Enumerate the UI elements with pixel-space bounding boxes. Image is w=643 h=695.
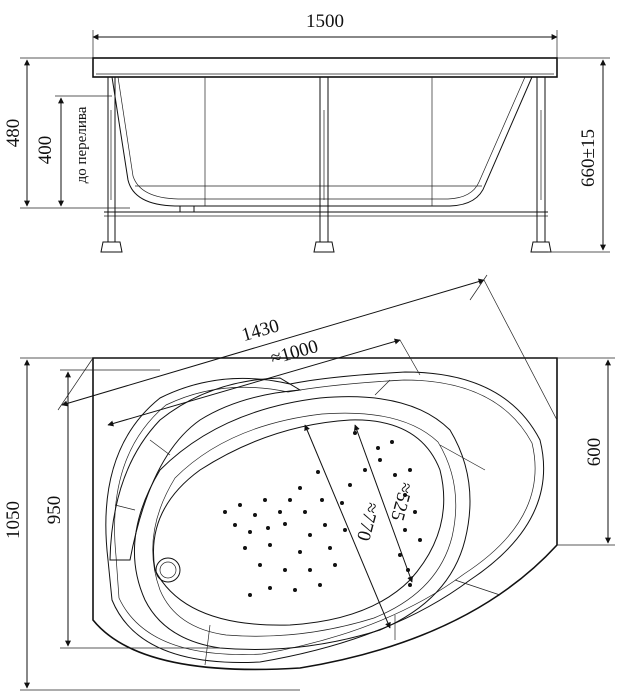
leg-height-label: 660±15 [578,129,599,187]
right-side-label: 600 [584,438,605,467]
drain-hole [155,557,181,583]
drain [179,205,195,213]
bowl-rim [105,371,545,663]
diagonal-dimension-line [61,278,485,407]
inner-length-label: ≈1000 [268,336,320,370]
bowl-bottom [152,419,445,626]
overflow-caption: до перелива [74,106,90,183]
headrest [109,377,302,561]
height-overflow-label: 400 [35,136,56,165]
tub-body [111,76,533,207]
overall-depth-label: 1050 [3,501,24,539]
tub-outline [92,357,558,671]
top-view: 1430 ≈1000 ≈770 ≈525 1050 950 600 [3,274,615,691]
inner-width-label: ≈525 [386,480,416,523]
inner-width-dimension-line [354,424,413,583]
tub-legs [100,76,552,253]
bowl-inner [133,396,471,651]
bottom-length-label: ≈770 [352,500,382,543]
rim-segments [114,379,501,666]
height-total-label: 480 [3,119,24,148]
depth-label: 950 [44,496,65,525]
bottom-length-dimension-line [304,424,391,629]
inner-length-dimension-line [107,338,401,427]
width-label: 1500 [306,11,344,32]
side-view: 1500 480 [3,11,610,253]
